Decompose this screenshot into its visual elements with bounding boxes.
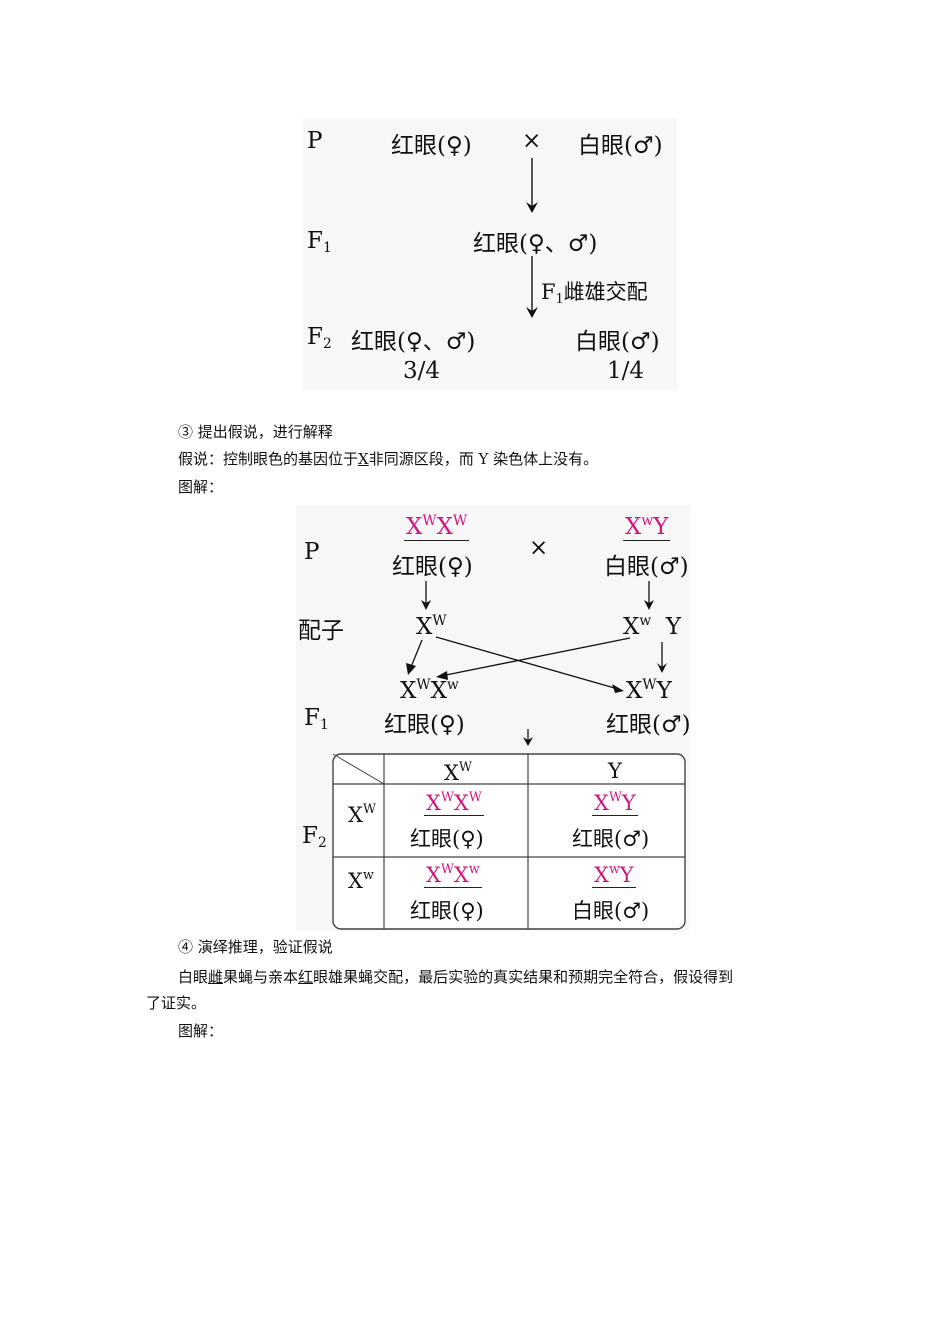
f2-label-2: F2 [302,823,327,851]
row-header-xw-recessive: Xw [348,867,374,893]
cross-diagram-1: P 红眼(♀) × 白眼(♂) F1 红眼(♀、♂) F1雌雄交配 F2 红眼(… [303,118,677,390]
f1-male-phenotype: 红眼(♂) [606,712,691,738]
header-gamete-y: Y [608,759,622,783]
f1-label-2: F1 [304,705,329,733]
cell-2-2-genotype: XwY [592,861,636,888]
p-label: P [307,128,323,154]
arrowhead [526,202,538,213]
cross-arrows-1 [526,158,538,318]
cell-1-2-phenotype: 红眼(♂) [572,827,650,851]
diagram-label-2: 图解： [178,1022,224,1040]
cross-lines-2 [332,581,686,930]
p-male-phenotype: 白眼(♂) [578,133,663,159]
cell-2-2-phenotype: 白眼(♂) [572,899,650,923]
f1-female-genotype: XWXw [400,677,459,704]
header-gamete-xw: XW [444,759,472,785]
p-female-genotype: XWXW [404,513,470,541]
f2-left-phenotype: 红眼(♀、♂) [351,329,476,355]
cell-2-1-genotype: XWXw [424,861,482,888]
gamete-female: XW [416,613,447,640]
arrowhead [526,307,538,318]
p-male-genotype: XwY [623,513,671,541]
p-male-phenotype-2: 白眼(♂) [604,554,689,580]
cell-2-1-phenotype: 红眼(♀) [410,899,484,923]
hypothesis-line: 假说：控制眼色的基因位于X非同源区段，而 Y 染色体上没有。 [178,450,599,468]
f1-female-phenotype: 红眼(♀) [384,712,465,738]
cell-1-1-phenotype: 红眼(♀) [410,827,484,851]
f1-label: F1 [307,228,332,256]
cell-1-2-genotype: XWY [592,789,638,816]
f1-male-genotype: XWY [626,677,672,704]
step3-title: ③ 提出假说，进行解释 [178,423,333,441]
cross-symbol-2: × [529,535,549,561]
ratio-left: 3/4 [403,358,441,384]
gamete-male: Xw Y [623,613,681,640]
cell-1-1-genotype: XWXW [424,789,484,816]
deduction-line-1: 白眼雌果蝇与亲本红眼雄果蝇交配，最后实验的真实结果和预期完全符合，假设得到 [178,968,734,986]
arrow-note: F1雌雄交配 [541,280,648,306]
cross-symbol: × [522,128,542,154]
deduction-line-2: 了证实。 [146,994,207,1012]
p-female-phenotype: 红眼(♀) [391,133,472,159]
step4-title: ④ 演绎推理，验证假说 [178,938,333,956]
f1-phenotype: 红眼(♀、♂) [473,231,598,257]
cross-diagram-2: P XWXW 红眼(♀) × XwY 白眼(♂) 配子 XW Xw Y XWXw… [296,505,691,931]
diagram-label-1: 图解： [178,478,224,496]
f2-label: F2 [307,324,332,352]
f2-right-phenotype: 白眼(♂) [575,329,660,355]
p-female-phenotype-2: 红眼(♀) [392,554,473,580]
row-header-xw-dominant: XW [348,801,376,827]
gamete-label: 配子 [298,618,344,644]
ratio-right: 1/4 [607,358,645,384]
p-label-2: P [304,539,320,565]
